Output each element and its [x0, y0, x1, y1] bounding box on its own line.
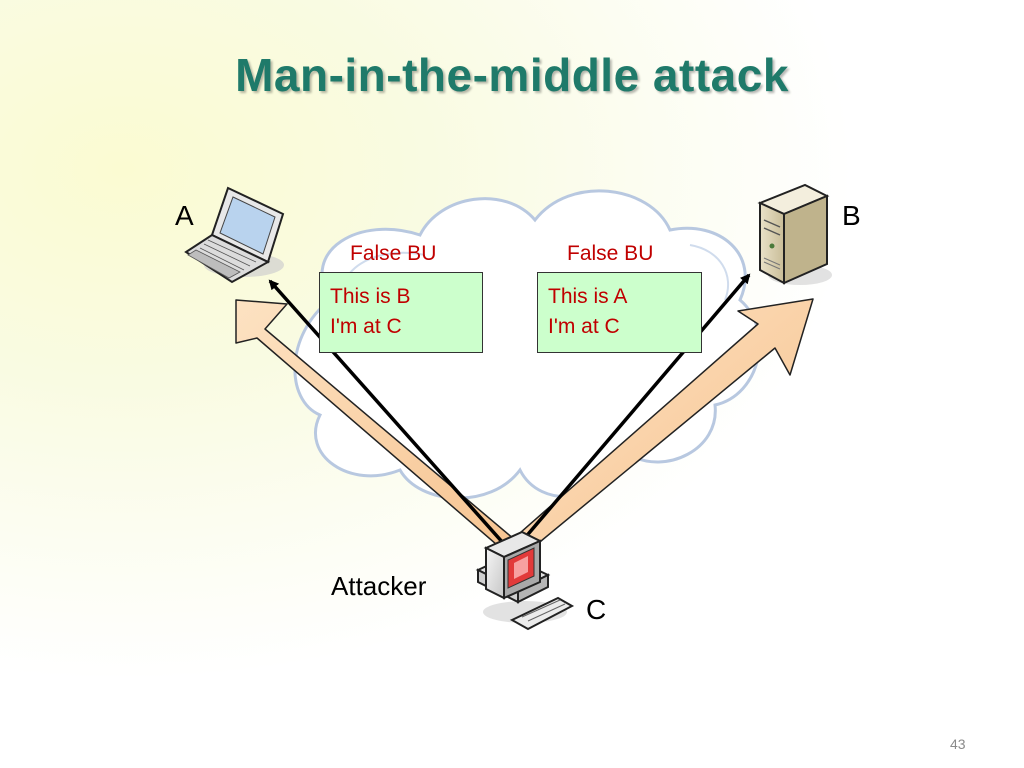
wide-arrow-to-b	[503, 298, 814, 561]
message-line-location: I'm at C	[330, 315, 402, 338]
node-c-label: C	[586, 594, 607, 625]
network-cloud	[293, 189, 761, 500]
message-line-identity: This is B	[330, 285, 411, 308]
wide-arrow-to-a	[235, 299, 522, 558]
arrow-c-to-b	[510, 273, 751, 555]
server-icon	[757, 183, 832, 285]
message-line-identity: This is A	[548, 285, 628, 308]
attacker-label: Attacker	[331, 571, 427, 601]
false-bu-message-to-b: This is A I'm at C	[537, 272, 702, 353]
desktop-computer-icon	[475, 530, 575, 631]
page-number: 43	[950, 736, 966, 752]
false-bu-label-right: False BU	[567, 242, 654, 265]
false-bu-label-left: False BU	[350, 242, 437, 265]
laptop-icon	[184, 186, 285, 284]
node-a-label: A	[175, 200, 194, 231]
node-b-label: B	[842, 200, 861, 231]
false-bu-message-to-a: This is B I'm at C	[319, 272, 483, 353]
arrow-c-to-a	[268, 279, 514, 555]
slide-title: Man-in-the-middle attack	[235, 49, 789, 101]
message-line-location: I'm at C	[548, 315, 620, 338]
